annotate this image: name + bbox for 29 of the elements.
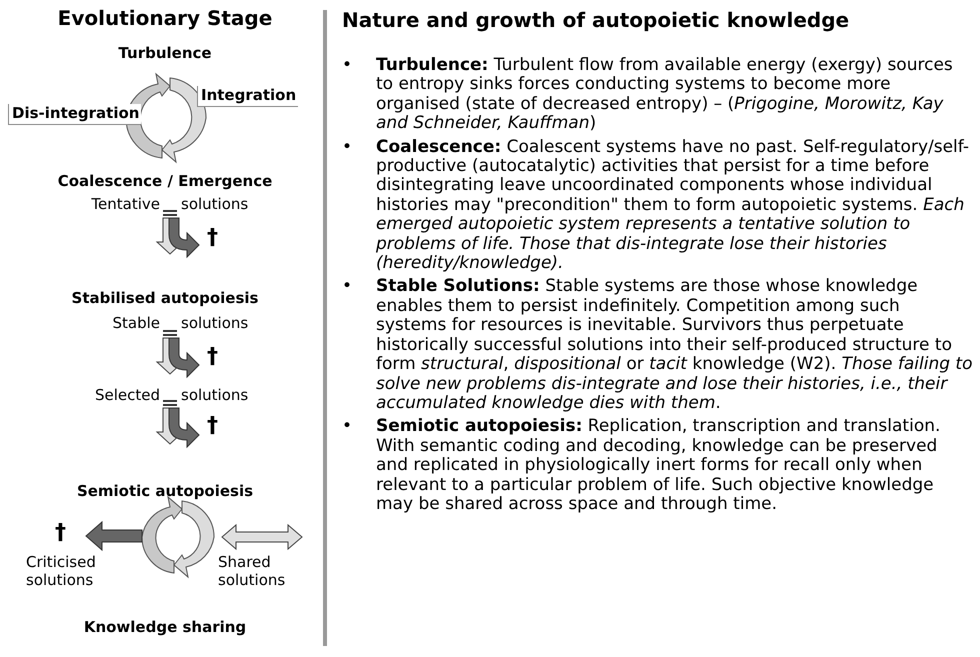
stage-heading: Knowledge sharing (84, 618, 246, 636)
bullet-text: Coalescence: Coalescent systems have no past. Self-regulatory/self-productive (autocatalytic) activities that persist for a time before disintegrating leave uncoordinated components whose individual histories may "precondition" them to form autopoietic systems. Each emerged autopoietic system represents a tentative solution to problems of life. Those that dis-integrate lose their histories (heredity/knowledge). (376, 138, 970, 274)
stage-heading: Semiotic autopoiesis (76, 482, 254, 500)
stage-label: Criticised solutions (26, 553, 97, 589)
bullet-marker: • (342, 277, 354, 298)
stage-label: solutions (181, 386, 248, 404)
stage-label: Selected (94, 386, 160, 404)
dagger-symbol: † (207, 226, 218, 250)
stage-label: Shared solutions (218, 553, 286, 589)
bullet-text: Stable Solutions: Stable systems are those whose knowledge enables them to persist indefinitely. Competition among such systems for resources is inevitable. Survivors thus perpetuate historically successful solutions into their self-produced structure to form structural, dispositional or tacit knowledge (W2). Those failing to solve new problems dis-integrate and lose their histories, i.e., their accumulated knowledge dies with them. (376, 277, 974, 414)
bullet-marker: • (342, 56, 354, 77)
dagger-symbol: † (55, 521, 66, 545)
bullet-text: Turbulence: Turbulent flow from available energy (exergy) sources to entropy sinks forces conducting systems to become more organised (state of decreased entropy) – (Prigogine, Morowitz, Kay and Schneider, Kauffman) (376, 56, 954, 134)
stage-heading: Coalescence / Emergence (58, 172, 272, 190)
stage-label: Stable (112, 314, 160, 332)
stage-label: Integration (197, 86, 298, 107)
bullet-text: Semiotic autopoiesis: Replication, transcription and translation. With semantic coding and decoding, knowledge can be preserved and replicated in physiologically inert forms for recall only when relevant to a particular problem of life. Such objective knowledge may be shared across space and through time. (376, 417, 942, 514)
bullet-marker: • (342, 138, 354, 159)
stage-heading: Evolutionary Stage (58, 6, 272, 30)
stage-label: Dis-integration (8, 104, 142, 125)
dagger-symbol: † (207, 414, 218, 438)
stage-label: Turbulence (118, 44, 212, 62)
stage-label: solutions (181, 314, 248, 332)
stage-label: Tentative (91, 195, 160, 213)
bullet-marker: • (342, 417, 354, 438)
dagger-symbol: † (207, 345, 218, 369)
stage-label: solutions (181, 195, 248, 213)
slide-title: Nature and growth of autopoietic knowledge (342, 8, 850, 32)
stage-heading: Stabilised autopoiesis (72, 289, 258, 307)
